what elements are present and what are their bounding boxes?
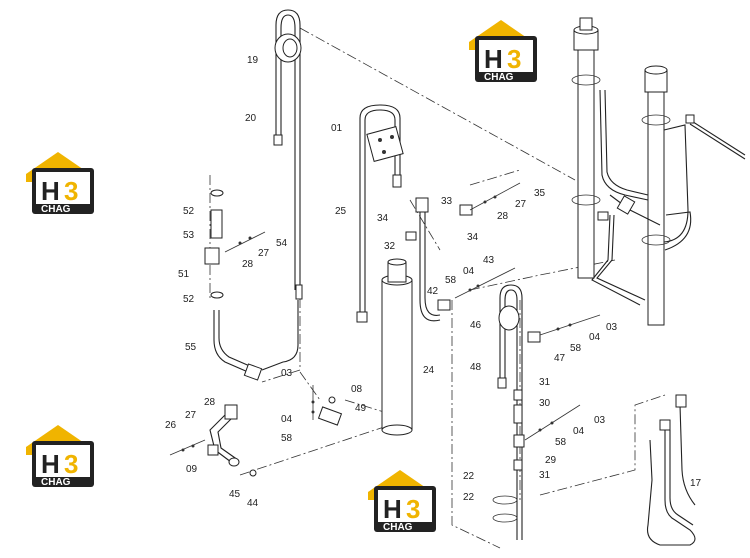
callout-28: 28 — [204, 397, 216, 408]
callout-58: 58 — [445, 275, 457, 286]
callout-46: 46 — [470, 320, 482, 331]
callout-54: 54 — [276, 238, 288, 249]
bolts-center — [311, 385, 343, 426]
hose-assembly-left — [213, 9, 303, 381]
callout-33: 33 — [441, 196, 453, 207]
callout-28: 28 — [497, 211, 509, 222]
svg-text:3: 3 — [507, 44, 521, 74]
svg-text:H: H — [484, 44, 503, 74]
callout-22: 22 — [463, 492, 475, 503]
callout-03: 03 — [281, 368, 293, 379]
callout-34: 34 — [467, 232, 479, 243]
callout-35: 35 — [534, 188, 546, 199]
callout-47: 47 — [554, 353, 566, 364]
callout-28: 28 — [242, 259, 254, 270]
svg-text:3: 3 — [64, 176, 78, 206]
callout-09: 09 — [186, 464, 198, 475]
svg-text:H: H — [41, 176, 60, 206]
hose-assembly-48 — [492, 284, 601, 540]
callout-08: 08 — [351, 384, 363, 395]
callout-22: 22 — [463, 471, 475, 482]
callout-17: 17 — [690, 478, 702, 489]
svg-text:CHAG: CHAG — [383, 522, 413, 533]
callout-55: 55 — [185, 342, 197, 353]
svg-text:H: H — [383, 494, 402, 524]
callout-53: 53 — [183, 230, 195, 241]
callout-26: 26 — [165, 420, 177, 431]
callout-04: 04 — [281, 414, 293, 425]
callout-03: 03 — [594, 415, 606, 426]
svg-text:H: H — [41, 449, 60, 479]
callout-01: 01 — [331, 123, 343, 134]
svg-text:3: 3 — [406, 494, 420, 524]
hose-assembly-25 — [356, 104, 404, 323]
callout-04: 04 — [589, 332, 601, 343]
svg-text:3: 3 — [64, 449, 78, 479]
callout-32: 32 — [384, 241, 396, 252]
cylinder-24 — [381, 258, 413, 436]
callout-52: 52 — [183, 206, 195, 217]
callout-24: 24 — [423, 365, 435, 376]
fitting-bottom-left — [169, 404, 257, 477]
watermark-logo-top: H 3 CHAG — [469, 20, 537, 83]
callout-30: 30 — [539, 398, 551, 409]
callout-42: 42 — [427, 286, 439, 297]
callout-27: 27 — [185, 410, 197, 421]
callout-48: 48 — [470, 362, 482, 373]
callout-58: 58 — [570, 343, 582, 354]
callout-31: 31 — [539, 377, 551, 388]
callout-34: 34 — [377, 213, 389, 224]
callout-04: 04 — [573, 426, 585, 437]
callout-19: 19 — [247, 55, 259, 66]
callout-27: 27 — [258, 248, 270, 259]
callout-29: 29 — [545, 455, 557, 466]
callout-52: 52 — [183, 294, 195, 305]
callout-45: 45 — [229, 489, 241, 500]
callout-51: 51 — [178, 269, 190, 280]
svg-text:CHAG: CHAG — [41, 204, 71, 215]
watermark-logo-left-top: H 3 CHAG — [26, 152, 94, 215]
callout-43: 43 — [483, 255, 495, 266]
callout-58: 58 — [555, 437, 567, 448]
svg-text:CHAG: CHAG — [41, 477, 71, 488]
boom-cylinders-right — [571, 17, 746, 326]
svg-text:CHAG: CHAG — [484, 72, 514, 83]
callout-labels: 19 20 52 53 54 27 28 51 52 55 01 25 34 3… — [165, 55, 702, 509]
watermark-logo-left-bottom: H 3 CHAG — [26, 425, 94, 488]
callout-04: 04 — [463, 266, 475, 277]
callout-20: 20 — [245, 113, 257, 124]
callout-44: 44 — [247, 498, 259, 509]
fittings-left — [204, 189, 266, 299]
watermark-logo-bottom-center: H 3 CHAG — [368, 470, 436, 533]
callout-25: 25 — [335, 206, 347, 217]
callout-49: 49 — [355, 403, 367, 414]
hose-assembly-32 — [405, 182, 521, 322]
callout-03: 03 — [606, 322, 618, 333]
hose-assembly-17 — [646, 394, 696, 546]
callout-27: 27 — [515, 199, 527, 210]
callout-31: 31 — [539, 470, 551, 481]
callout-58: 58 — [281, 433, 293, 444]
